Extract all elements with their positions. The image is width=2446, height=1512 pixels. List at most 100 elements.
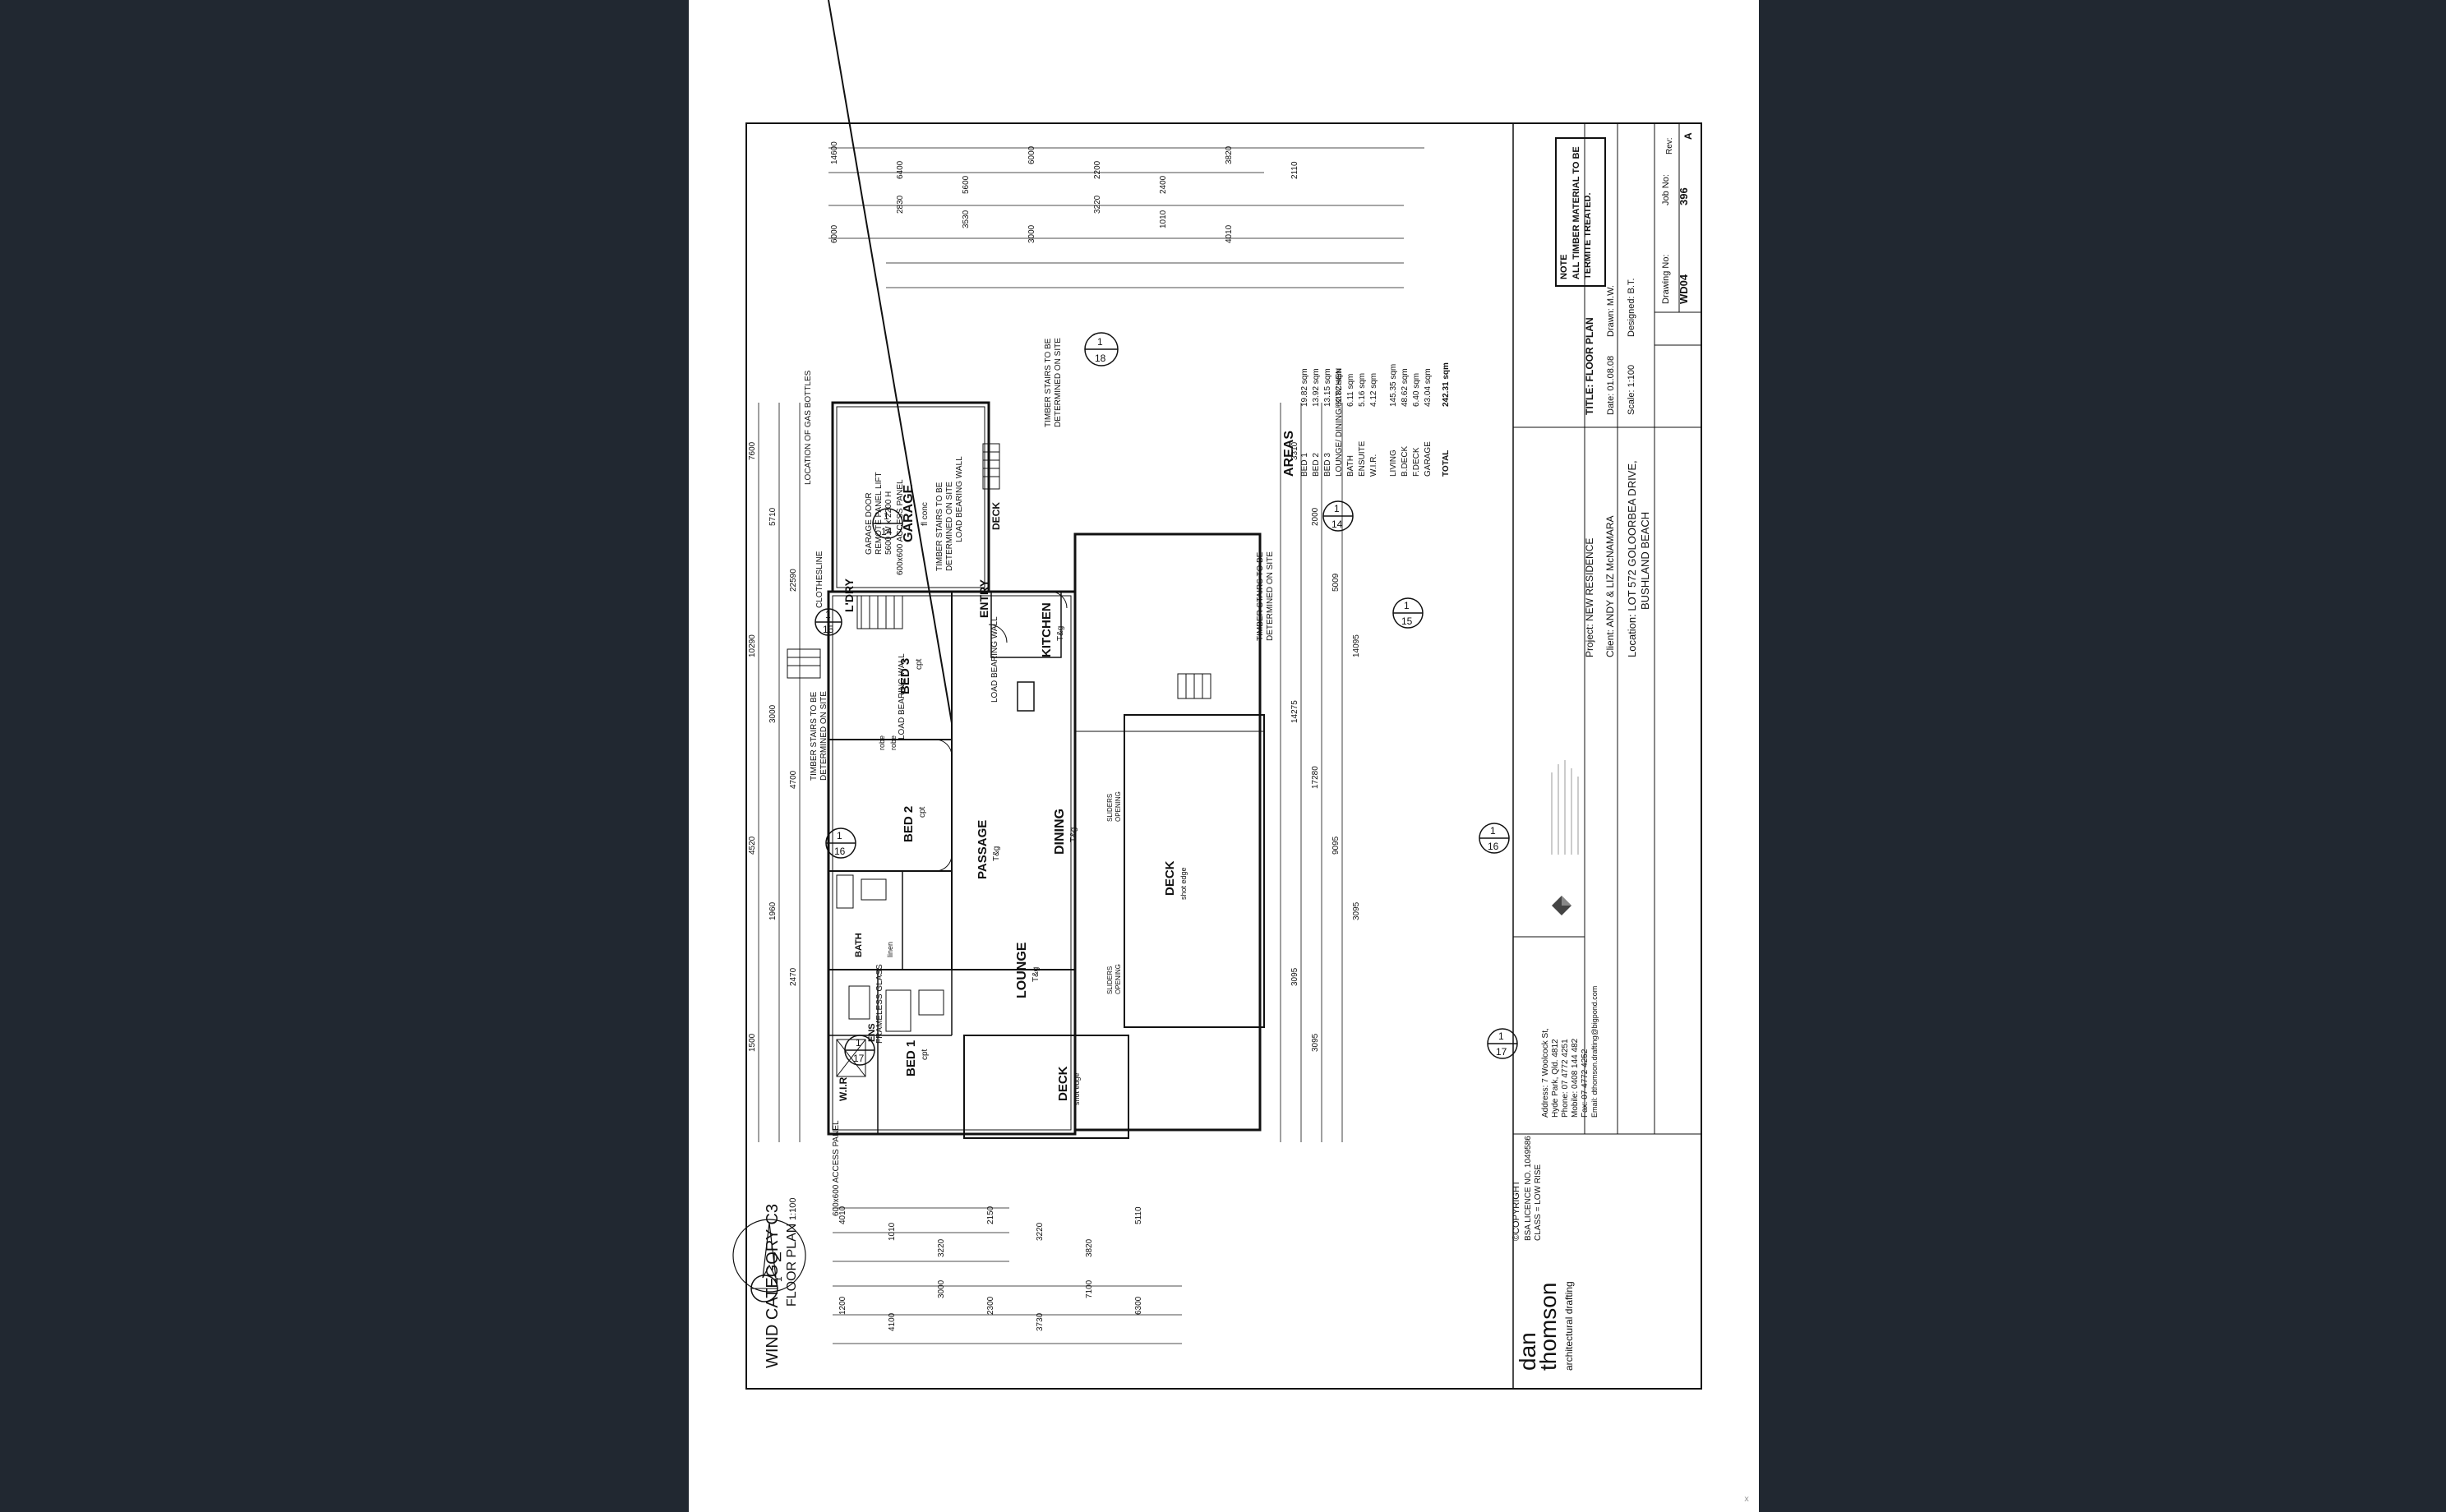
marker-ref: 17 <box>1496 1046 1507 1058</box>
title-text: TITLE: FLOOR PLAN <box>1584 317 1595 415</box>
room-robe-2: robe <box>889 735 898 750</box>
area-value: 62.82 sqm <box>1335 368 1344 407</box>
dimension-right: 9095 <box>1331 836 1341 855</box>
email: Email: dthomson.drafting@bigpond.com <box>1590 986 1599 1118</box>
dimension-left: 1500 <box>748 1033 757 1052</box>
dimension-top: 5600 <box>962 175 971 194</box>
client-text: Client: ANDY & LIZ McNAMARA <box>1604 516 1616 658</box>
company-name-1: dan <box>1515 1332 1540 1371</box>
marker-ref: 16 <box>834 846 846 857</box>
area-value: 48.62 sqm <box>1401 368 1410 407</box>
job-no-label: Job No: <box>1661 174 1671 205</box>
room-lounge: LOUNGE <box>1015 942 1029 998</box>
areas-heading: AREAS <box>1282 431 1296 477</box>
marker-ref: 14 <box>1331 519 1343 530</box>
notes-fine-print <box>1551 760 1579 855</box>
company-logo <box>1552 896 1571 915</box>
room-bed2: BED 2 <box>902 806 916 842</box>
area-value: 145.35 sqm <box>1389 364 1398 407</box>
area-value: 13.92 sqm <box>1312 368 1321 407</box>
frameless-glass: FRAMELESS GLASS <box>875 964 884 1044</box>
stairs-note-a1: TIMBER STAIRS TO BE <box>935 482 944 571</box>
areas-table: AREAS <box>1282 431 1296 477</box>
fax: Fax: 07 4772 4252 <box>1581 1049 1590 1118</box>
room-kitchen: KITCHEN <box>1040 602 1054 657</box>
area-name: GARAGE <box>1424 441 1433 477</box>
dimension-bottom: 2150 <box>986 1205 995 1224</box>
dimension-top: 2110 <box>1290 161 1299 179</box>
room-deck-rear: DECK <box>1056 1066 1070 1101</box>
sliders-note-b: SLIDERS <box>1106 966 1114 994</box>
room-garage: GARAGE <box>902 484 916 542</box>
area-name: LOUNGE/ DINING/ KITCHEN <box>1335 368 1344 477</box>
area-name: B.DECK <box>1401 445 1410 477</box>
dimension-top: 6000 <box>1027 145 1036 164</box>
scale-text: Scale: 1:100 <box>1627 365 1636 415</box>
dimension-top: 3530 <box>962 210 971 228</box>
dimension-left: 10290 <box>748 634 757 657</box>
marker-ref: 14 <box>881 526 893 537</box>
stairs-note-b1: TIMBER STAIRS TO BE <box>1044 338 1053 427</box>
dimension-lines <box>758 147 1424 1344</box>
marker-num: 1 <box>1498 1030 1504 1042</box>
area-name: ENSUITE <box>1358 440 1367 477</box>
area-value: 19.82 sqm <box>1300 368 1309 407</box>
plan-annotations: LOCATION OF GAS BOTTLES CLOTHESLINE GARA… <box>804 338 1275 1216</box>
north-label: N <box>773 1251 782 1265</box>
area-name: F.DECK <box>1412 447 1421 477</box>
date-text: Date: 01.08.08 <box>1606 356 1616 415</box>
room-bed1: BED 1 <box>904 1040 918 1076</box>
floor-plan-scale: 1:100 <box>788 1197 798 1220</box>
marker-ref: 15 <box>823 624 834 635</box>
dimension-right: 3095 <box>1352 901 1361 920</box>
dimension-top: 2830 <box>896 195 905 214</box>
dimension-top: 14600 <box>830 141 839 164</box>
note-heading: NOTE <box>1559 254 1569 279</box>
licence: BSA LICENCE NO. 1049586 <box>1524 1136 1533 1241</box>
dimension-right: 3095 <box>1290 967 1299 986</box>
dimension-left: 1960 <box>768 901 778 920</box>
room-linen: linen <box>886 942 894 957</box>
dimension-top: 3220 <box>1093 195 1102 214</box>
room-entry: ENTRY <box>977 579 990 618</box>
dimension-bottom: 3820 <box>1085 1238 1094 1257</box>
dimension-right: 14095 <box>1352 634 1361 657</box>
page-corner-mark: x <box>1744 1495 1749 1504</box>
marker-num: 1 <box>1490 825 1496 837</box>
class: CLASS = LOW RISE <box>1534 1164 1543 1241</box>
load-bearing-c: LOAD BEARING WALL <box>990 616 999 703</box>
area-name: BED 1 <box>1300 453 1309 477</box>
stairs-note-b2: DETERMINED ON SITE <box>1054 338 1063 427</box>
room-lounge-finish: T&g <box>1031 967 1041 982</box>
opening-note-a: OPENING <box>1115 791 1122 822</box>
marker-num: 1 <box>1404 600 1410 611</box>
job-no: 396 <box>1678 187 1690 205</box>
dimension-top: 4010 <box>1225 224 1234 243</box>
room-ensuite: ENS <box>867 1023 877 1042</box>
dimension-left: 3000 <box>768 704 778 723</box>
address-1: Address: 7 Woolcock St, <box>1541 1028 1550 1118</box>
note-line-1: ALL TIMBER MATERIAL TO BE <box>1571 146 1581 279</box>
dimension-right: 3095 <box>1311 1033 1320 1052</box>
dimension-text-left: 7600571022590102903000470045201960247015… <box>748 441 798 1052</box>
remote-panel-note: REMOTE PANEL LIFT <box>875 472 884 555</box>
dimension-bottom: 1010 <box>888 1222 897 1241</box>
dimension-right: 17280 <box>1311 766 1320 789</box>
dimension-text-right: 3310200050091409514275172809095309530953… <box>1290 441 1361 1052</box>
area-value: 6.11 sqm <box>1346 374 1355 407</box>
floor-plan-title: FLOOR PLAN <box>785 1224 799 1307</box>
garage-door-size: 5600 W x 2200 H <box>884 491 893 555</box>
dimension-bottom: 1200 <box>838 1296 847 1315</box>
dimension-text-top: 1460064005600600022002400382021106000283… <box>830 141 1299 243</box>
access-panel-note: 600x600 ACCESS PANEL <box>896 479 905 575</box>
load-bearing-a: LOAD BEARING WALL <box>955 456 964 542</box>
deck-front-finish: shot edge <box>1179 867 1188 900</box>
load-bearing-b: LOAD BEARING WALL <box>898 653 907 740</box>
room-wir: W.I.R <box>838 1076 849 1101</box>
area-value: 13.15 sqm <box>1323 368 1332 407</box>
note-box <box>1555 137 1606 287</box>
room-garage-finish: fl conc <box>921 502 930 526</box>
dimension-bottom: 2300 <box>986 1296 995 1315</box>
room-labels: GARAGE fl conc L'DRY BED 3 cpt BED 2 cpt… <box>838 484 1188 1105</box>
